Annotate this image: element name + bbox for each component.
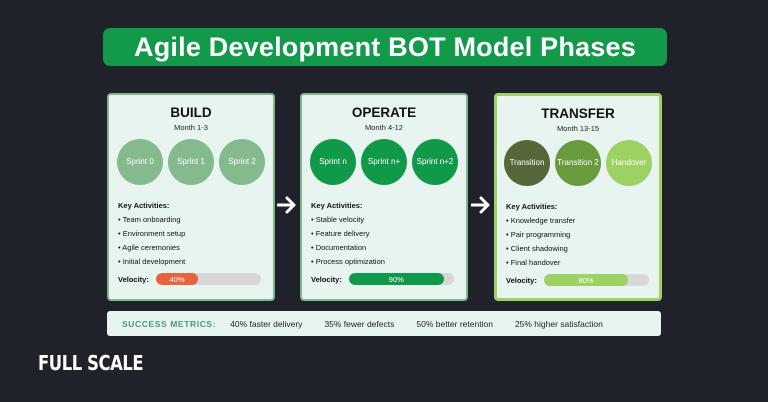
activity-item: • Process optimization [311,257,385,266]
sprint-circle: Transition [504,140,550,186]
activities-list: • Knowledge transfer • Pair programming … [506,216,575,272]
velocity-label: Velocity: [506,276,537,285]
sprint-circle: Sprint n+2 [412,139,458,185]
activity-item: • Team onboarding [118,215,181,224]
activity-item: • Agile ceremonies [118,243,180,252]
velocity-bar-fill: 40% [156,273,198,285]
sprint-circle: Sprint n+ [361,139,407,185]
sprint-circle: Transition 2 [555,140,601,186]
velocity-value: 80% [578,275,594,285]
sprint-circle: Sprint 0 [117,139,163,185]
phase-period: Month 1-3 [174,123,208,132]
activity-item: • Final handover [506,258,561,267]
sprint-circle: Handover [606,140,652,186]
activities-list: • Stable velocity • Feature delivery • D… [311,215,385,271]
velocity-value: 90% [388,274,404,284]
arrow-right-icon [277,196,296,214]
phase-title: BUILD [170,105,212,120]
title-banner: Agile Development BOT Model Phases [103,28,667,66]
velocity-value: 40% [169,274,185,284]
sprint-circles: Transition Transition 2 Handover [497,140,659,186]
sprint-circle: Sprint n [310,139,356,185]
velocity-bar-track: 80% [544,274,649,286]
sprint-circles: Sprint n Sprint n+ Sprint n+2 [302,139,466,185]
activity-item: • Initial development [118,257,186,266]
key-activities-title: Key Activities: [118,201,170,210]
phase-period: Month 4-12 [365,123,403,132]
velocity-bar-fill: 90% [349,273,444,285]
phase-period: Month 13-15 [556,124,600,133]
sprint-circles: Sprint 0 Sprint 1 Sprint 2 [109,139,273,185]
key-activities-title: Key Activities: [311,201,363,210]
activity-item: • Documentation [311,243,367,252]
velocity-bar-track: 90% [349,273,454,285]
activity-item: • Stable velocity [311,215,365,224]
activity-item: • Feature delivery [311,229,370,238]
phase-title: OPERATE [351,105,417,120]
phase-title: TRANSFER [541,106,615,121]
success-metrics-bar: SUCCESS METRICS: 40% faster delivery 35%… [107,311,661,336]
velocity-bar-fill: 80% [544,274,628,286]
page-title: Agile Development BOT Model Phases [134,31,636,62]
metric-item: 40% faster delivery [230,318,303,329]
arrow-right-icon [471,196,490,214]
velocity-label: Velocity: [118,275,149,284]
brand-logo: FULL SCALE [38,351,144,375]
phase-card-transfer: TRANSFER Month 13-15 Transition Transiti… [494,93,662,301]
activities-list: • Team onboarding • Environment setup • … [118,215,185,271]
metric-item: 35% fewer defects [324,318,395,329]
phase-card-operate: OPERATE Month 4-12 Sprint n Sprint n+ Sp… [300,93,468,301]
metric-item: 50% better retention [416,318,493,329]
key-activities-title: Key Activities: [506,202,558,211]
success-metrics-label: SUCCESS METRICS: [122,318,217,329]
activity-item: • Client shadowing [506,244,568,253]
velocity-label: Velocity: [311,275,342,284]
activity-item: • Pair programming [506,230,571,239]
sprint-circle: Sprint 2 [219,139,265,185]
metric-item: 25% higher satisfaction [514,318,603,329]
sprint-circle: Sprint 1 [168,139,214,185]
activity-item: • Knowledge transfer [506,216,576,225]
velocity-bar-track: 40% [156,273,261,285]
phase-card-build: BUILD Month 1-3 Sprint 0 Sprint 1 Sprint… [107,93,275,301]
activity-item: • Environment setup [118,229,186,238]
